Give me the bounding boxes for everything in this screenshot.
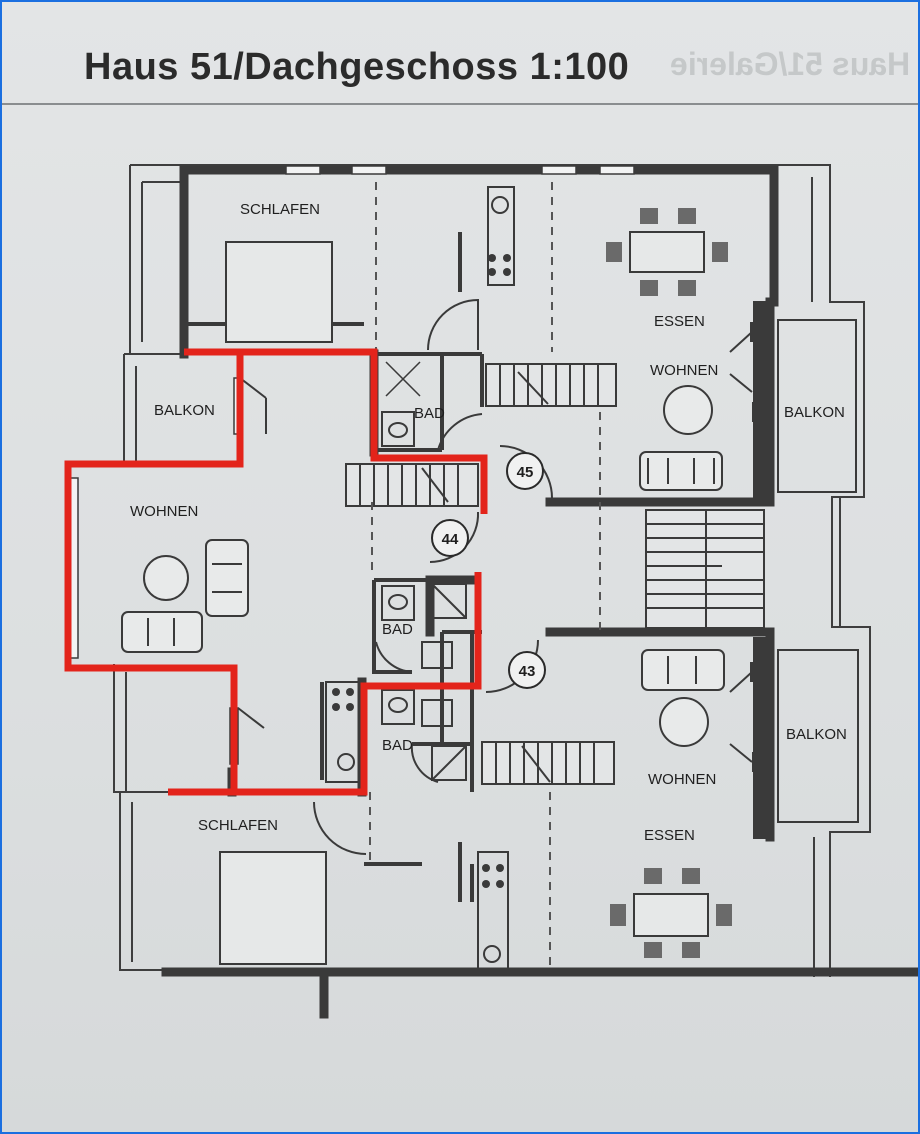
- unit-43-circle: [508, 651, 546, 689]
- room-label-balkon-top-right: BALKON: [784, 404, 845, 421]
- room-label-balkon-bottom-right: BALKON: [786, 726, 847, 743]
- room-label-bad-1: BAD: [414, 405, 445, 422]
- balconies: [753, 301, 859, 839]
- plan-title: Haus 51/Dachgeschoss 1:100: [84, 46, 630, 88]
- room-label-bad-2: BAD: [382, 621, 413, 638]
- bathroom-fixtures: [381, 361, 467, 781]
- dining-sets: [606, 208, 732, 958]
- dashed-lines: [369, 182, 601, 970]
- unit-45-circle: [506, 452, 544, 490]
- beds: [219, 241, 333, 965]
- unit-markers: 45 44 43: [431, 452, 546, 689]
- room-label-schlafen-bottom: SCHLAFEN: [198, 817, 278, 834]
- room-label-essen-top: ESSEN: [654, 313, 705, 330]
- room-label-schlafen-top: SCHLAFEN: [240, 201, 320, 218]
- unit-45-number: 45: [517, 464, 534, 481]
- room-label-balkon-left: BALKON: [154, 402, 215, 419]
- unit-43-number: 43: [519, 663, 536, 680]
- room-label-wohnen-top-right: WOHNEN: [650, 362, 718, 379]
- living-furniture: [121, 385, 725, 747]
- room-labels: SCHLAFEN ESSEN WOHNEN BALKON BALKON BAD …: [130, 201, 847, 844]
- room-label-wohnen-left: WOHNEN: [130, 503, 198, 520]
- room-label-essen-bottom: ESSEN: [644, 827, 695, 844]
- kitchen-fixtures: [325, 186, 515, 971]
- title-rule: [2, 103, 918, 105]
- highlighted-apartment-outline: [64, 348, 488, 796]
- stairs: [345, 363, 765, 785]
- room-label-bad-3: BAD: [382, 737, 413, 754]
- unit-44-number: 44: [442, 531, 459, 548]
- room-label-wohnen-bottom-right: WOHNEN: [648, 771, 716, 788]
- unit-44-circle: [431, 519, 469, 557]
